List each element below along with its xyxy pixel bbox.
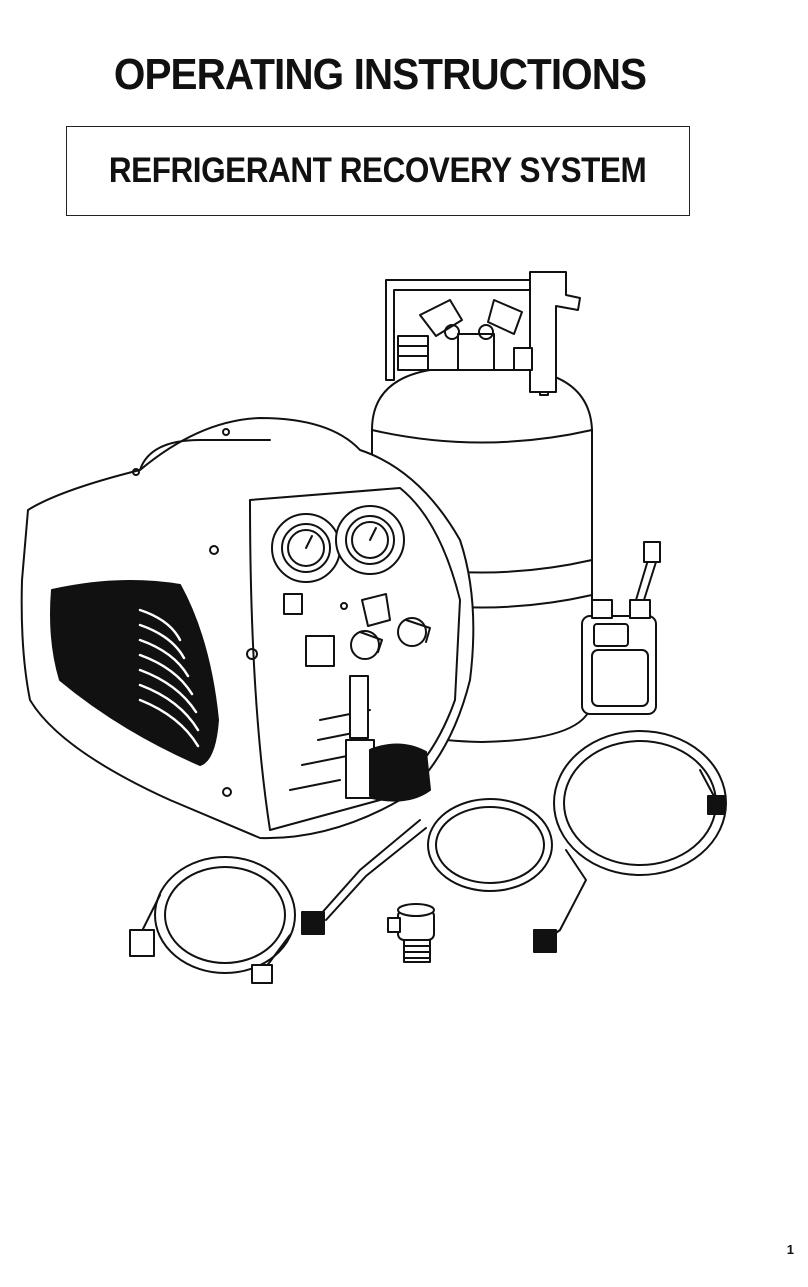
- page-number: 1: [787, 1242, 794, 1257]
- page-title: OPERATING INSTRUCTIONS: [30, 50, 729, 100]
- subtitle-box: REFRIGERANT RECOVERY SYSTEM: [66, 126, 690, 216]
- recovery-machine-icon: [22, 418, 474, 838]
- coupler-icon: [388, 904, 434, 962]
- product-illustration: [0, 260, 808, 1020]
- subtitle: REFRIGERANT RECOVERY SYSTEM: [109, 151, 646, 191]
- filter-drier-icon: [582, 542, 660, 714]
